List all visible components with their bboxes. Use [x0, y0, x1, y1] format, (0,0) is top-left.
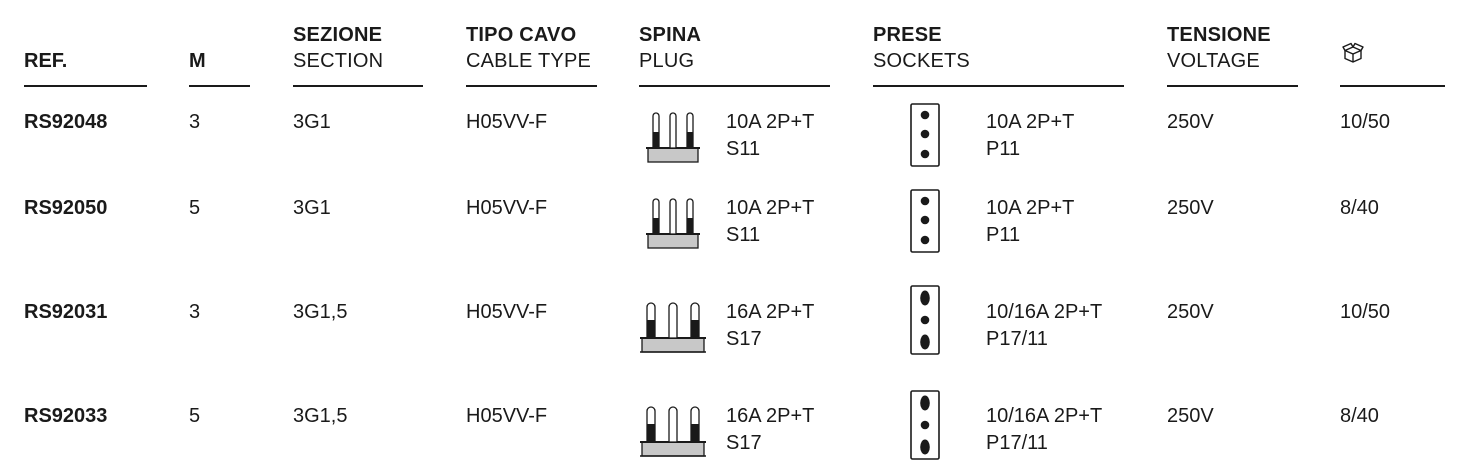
- package-box-icon: [1342, 42, 1364, 63]
- pack-cell: 10/50: [1340, 301, 1391, 323]
- plug-code-cell: S17: [726, 432, 762, 454]
- plug-10a-icon: [646, 198, 700, 249]
- header-divider: [189, 85, 250, 87]
- plug-16a-icon: [640, 406, 706, 457]
- socket-bipasso-icon: [910, 390, 940, 460]
- header-plug: SPINA PLUG: [639, 0, 830, 90]
- header-voltage: TENSIONE VOLTAGE: [1167, 0, 1298, 90]
- header-ref: REF.: [24, 0, 147, 90]
- header-m: M: [189, 0, 250, 90]
- header-sockets: PRESE SOCKETS: [873, 0, 1124, 90]
- plug-code-cell: S11: [726, 138, 761, 160]
- socket-rating-cell: 10A 2P+T: [986, 197, 1075, 219]
- section-cell: 3G1,5: [293, 405, 348, 427]
- section-cell: 3G1: [293, 197, 331, 219]
- voltage-cell: 250V: [1167, 197, 1214, 219]
- header-plug-en: PLUG: [639, 50, 695, 72]
- header-cable: TIPO CAVO CABLE TYPE: [466, 0, 597, 90]
- header-package: [1340, 0, 1445, 90]
- header-cable-en: CABLE TYPE: [466, 50, 592, 72]
- socket-code-cell: P11: [986, 224, 1021, 246]
- cable-cell: H05VV-F: [466, 111, 548, 133]
- header-divider: [24, 85, 147, 87]
- plug-10a-icon: [646, 112, 700, 163]
- plug-code-cell: S17: [726, 328, 762, 350]
- socket-code-cell: P11: [986, 138, 1021, 160]
- header-divider: [873, 85, 1124, 87]
- m-cell: 3: [189, 301, 201, 323]
- socket-rating-cell: 10/16A 2P+T: [986, 405, 1103, 427]
- cable-cell: H05VV-F: [466, 405, 548, 427]
- socket-code-cell: P17/11: [986, 328, 1048, 350]
- voltage-cell: 250V: [1167, 111, 1214, 133]
- header-voltage-it: TENSIONE: [1167, 24, 1271, 46]
- header-voltage-en: VOLTAGE: [1167, 50, 1260, 72]
- header-divider: [466, 85, 597, 87]
- header-divider: [293, 85, 423, 87]
- header-divider: [1340, 85, 1445, 87]
- plug-16a-icon: [640, 302, 706, 353]
- socket-bipasso-icon: [910, 285, 940, 355]
- socket-code-cell: P17/11: [986, 432, 1048, 454]
- ref-cell: RS92031: [24, 301, 108, 323]
- plug-rating-cell: 10A 2P+T: [726, 197, 815, 219]
- header-section: SEZIONE SECTION: [293, 0, 423, 90]
- voltage-cell: 250V: [1167, 405, 1214, 427]
- m-cell: 5: [189, 405, 201, 427]
- pack-cell: 8/40: [1340, 197, 1379, 219]
- header-sockets-it: PRESE: [873, 24, 942, 46]
- socket-rating-cell: 10A 2P+T: [986, 111, 1075, 133]
- header-sockets-en: SOCKETS: [873, 50, 970, 72]
- socket-rating-cell: 10/16A 2P+T: [986, 301, 1103, 323]
- header-ref-label: REF.: [24, 50, 68, 72]
- plug-rating-cell: 16A 2P+T: [726, 301, 815, 323]
- header-section-it: SEZIONE: [293, 24, 383, 46]
- m-cell: 3: [189, 111, 201, 133]
- plug-rating-cell: 10A 2P+T: [726, 111, 815, 133]
- voltage-cell: 250V: [1167, 301, 1214, 323]
- header-divider: [1167, 85, 1298, 87]
- section-cell: 3G1,5: [293, 301, 348, 323]
- ref-cell: RS92033: [24, 405, 108, 427]
- cable-cell: H05VV-F: [466, 197, 548, 219]
- ref-cell: RS92048: [24, 111, 108, 133]
- m-cell: 5: [189, 197, 201, 219]
- pack-cell: 10/50: [1340, 111, 1391, 133]
- cable-cell: H05VV-F: [466, 301, 548, 323]
- header-divider: [639, 85, 830, 87]
- header-cable-it: TIPO CAVO: [466, 24, 577, 46]
- socket-10a-icon: [910, 103, 940, 167]
- section-cell: 3G1: [293, 111, 331, 133]
- header-plug-it: SPINA: [639, 24, 702, 46]
- pack-cell: 8/40: [1340, 405, 1379, 427]
- socket-10a-icon: [910, 189, 940, 253]
- header-m-label: M: [189, 50, 206, 72]
- ref-cell: RS92050: [24, 197, 108, 219]
- header-section-en: SECTION: [293, 50, 384, 72]
- plug-rating-cell: 16A 2P+T: [726, 405, 815, 427]
- plug-code-cell: S11: [726, 224, 761, 246]
